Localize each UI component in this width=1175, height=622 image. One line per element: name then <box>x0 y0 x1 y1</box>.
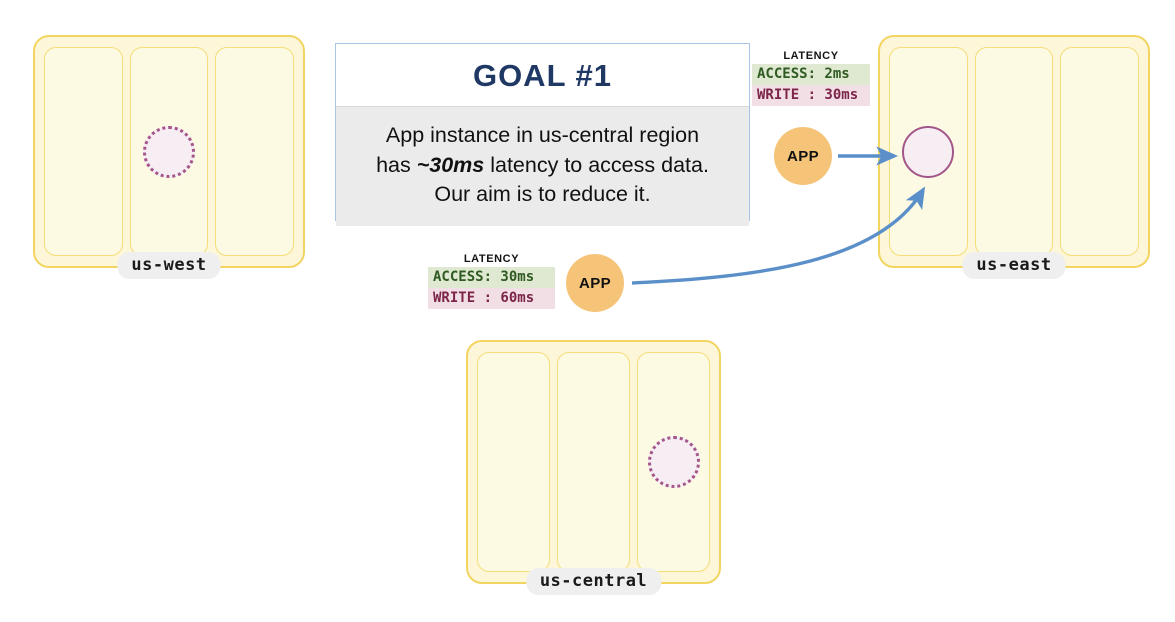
goal-body-emphasis: ~30ms <box>416 152 485 177</box>
latency-row-access: ACCESS: 2ms <box>752 64 870 85</box>
goal-body-line-2-suffix: latency to access data. <box>484 152 709 177</box>
latency-row-access: ACCESS: 30ms <box>428 267 555 288</box>
latency-row-write: WRITE : 60ms <box>428 288 555 309</box>
replica-us-central-follower[interactable] <box>647 436 700 488</box>
zone-us-east-2 <box>974 47 1054 256</box>
latency-card-us-central: LATENCY ACCESS: 30ms WRITE : 60ms <box>428 253 555 309</box>
app-node-us-east[interactable]: APP <box>774 127 832 185</box>
region-label-us-west: us-west <box>117 252 221 279</box>
goal-body-line-2-prefix: has <box>376 152 417 177</box>
zone-us-east-1 <box>889 47 968 256</box>
replica-us-east-leader[interactable] <box>902 125 955 178</box>
replica-us-west-follower[interactable] <box>143 125 195 178</box>
goal-body: App instance in us-central region has ~3… <box>336 106 749 226</box>
latency-card-us-east: LATENCY ACCESS: 2ms WRITE : 30ms <box>752 50 870 106</box>
zone-us-central-1 <box>477 352 550 572</box>
region-us-west[interactable]: us-west <box>33 35 305 279</box>
zone-us-east-3 <box>1060 47 1140 256</box>
region-us-east[interactable]: us-east <box>878 35 1150 279</box>
goal-body-line-3: Our aim is to reduce it. <box>434 182 651 207</box>
goal-title: GOAL #1 <box>336 44 749 106</box>
latency-row-write: WRITE : 30ms <box>752 85 870 106</box>
app-node-label: APP <box>786 147 820 165</box>
region-us-central[interactable]: us-central <box>466 340 721 595</box>
goal-body-line-1: App instance in us-central region <box>385 123 700 147</box>
zone-us-central-3 <box>637 352 710 572</box>
zone-us-west-3 <box>215 47 295 256</box>
region-label-us-central: us-central <box>525 568 662 595</box>
latency-card-title: LATENCY <box>783 50 839 62</box>
region-label-us-east: us-east <box>962 252 1066 279</box>
app-node-label: APP <box>578 274 612 292</box>
zone-us-central-2 <box>557 352 630 572</box>
latency-card-title: LATENCY <box>463 253 520 265</box>
zone-us-west-1 <box>44 47 123 256</box>
goal-callout: GOAL #1 App instance in us-central regio… <box>335 43 750 226</box>
app-node-us-central[interactable]: APP <box>566 254 624 312</box>
zone-us-west-2 <box>129 47 209 256</box>
